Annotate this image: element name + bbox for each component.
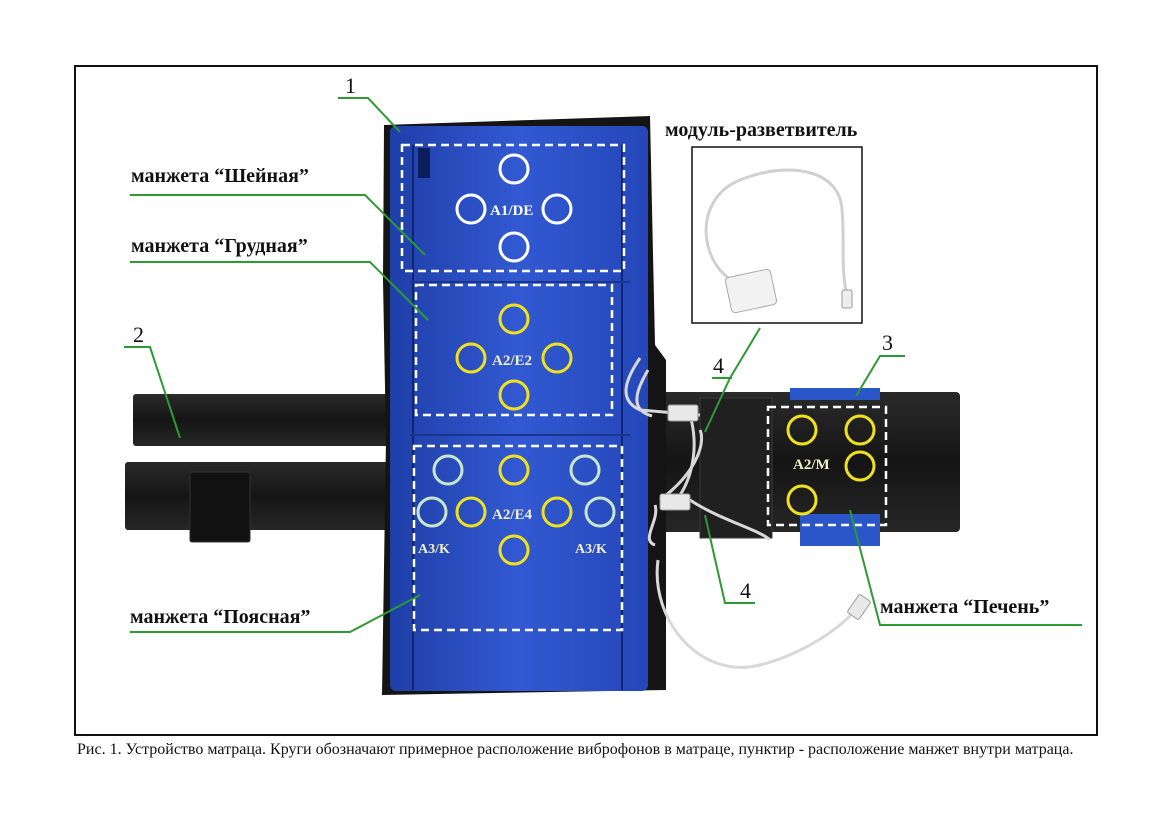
- callout-4-bottom: 4: [740, 578, 751, 603]
- liver-cuff-dashed: [766, 405, 888, 527]
- figure-caption: Рис. 1. Устройство матраца. Круги обозна…: [77, 741, 1074, 758]
- zone-label-liver: A2/M: [793, 457, 830, 473]
- zone-label-kidney-right: A3/K: [575, 542, 607, 557]
- callout-3: 3: [882, 330, 893, 355]
- side-straps: [125, 394, 418, 543]
- callout-4-top: 4: [713, 353, 724, 378]
- label-splitter-module: модуль-разветвитель: [665, 119, 858, 141]
- label-cuff-liver: манжета “Печень”: [880, 596, 1049, 618]
- label-cuff-neck: манжета “Шейная”: [131, 165, 309, 187]
- neck-cuff-dashed: [400, 143, 626, 273]
- cable-connectors: [659, 404, 871, 620]
- waist-cuff-dashed: [412, 444, 624, 632]
- neck-vibrophones: [455, 153, 573, 263]
- zone-label-waist: A2/E4: [492, 507, 533, 523]
- splitter-inset: [691, 146, 863, 324]
- liver-belt: [640, 388, 960, 546]
- label-cuff-waist: манжета “Поясная”: [130, 606, 310, 628]
- leader-lines: [124, 97, 1082, 633]
- liver-vibrophones: [786, 414, 876, 516]
- callout-2: 2: [133, 322, 144, 347]
- label-cuff-chest: манжета “Грудная”: [131, 235, 308, 257]
- chest-vibrophones: [455, 303, 573, 411]
- callout-1: 1: [345, 73, 356, 98]
- zone-label-neck: A1/DE: [490, 203, 533, 219]
- zone-label-chest: A2/E2: [492, 353, 532, 369]
- kidney-vibrophones: [416, 454, 616, 528]
- waist-vibrophones: [455, 454, 573, 566]
- chest-cuff-dashed: [414, 283, 614, 417]
- zone-label-kidney-left: A3/K: [418, 542, 450, 557]
- cables: [624, 357, 862, 669]
